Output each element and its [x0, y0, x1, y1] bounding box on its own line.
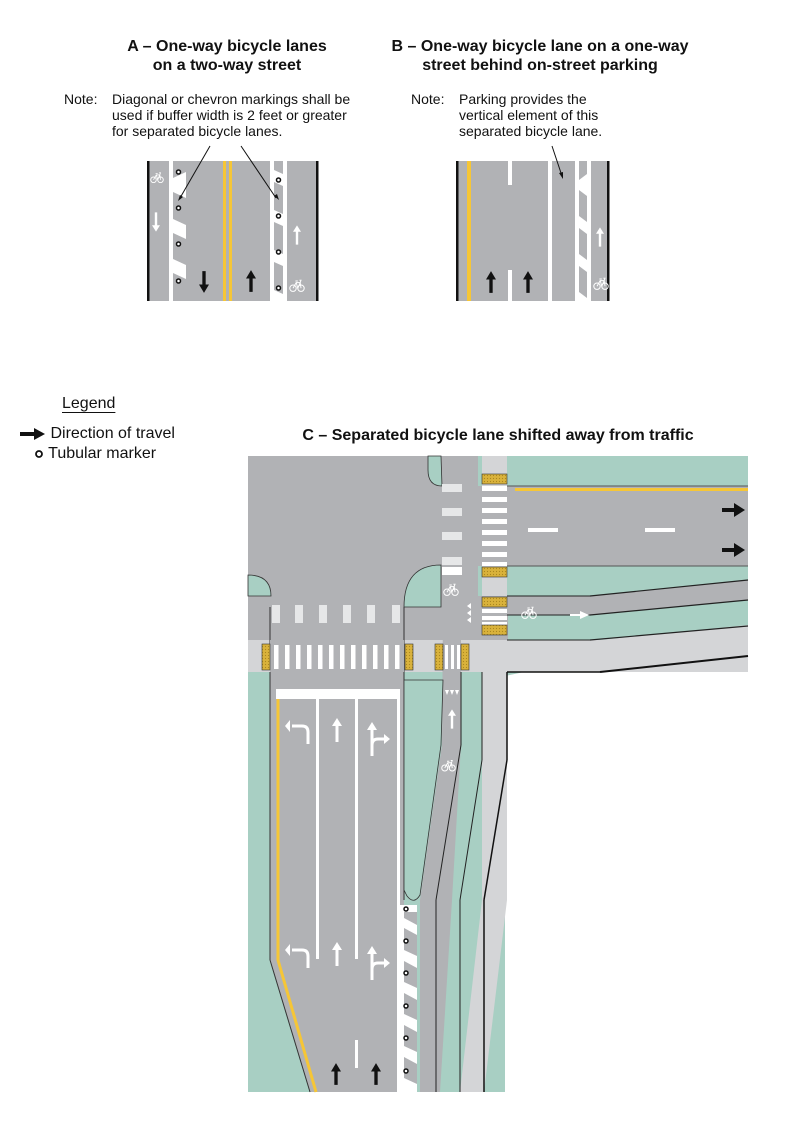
tubular-marker	[403, 1068, 409, 1074]
panel-b-title-line1: B – One-way bicycle lane on a one-way	[391, 38, 689, 55]
crossbike-markings-vertical	[442, 484, 462, 565]
lane-dash	[508, 270, 512, 301]
tubular-marker	[275, 177, 282, 183]
panel-a-right-buffer	[270, 161, 287, 301]
panel-a-diagram	[147, 145, 319, 301]
right-turn-arrow-icon	[370, 737, 384, 756]
panel-a-note-line: Diagonal or chevron markings shall be	[112, 91, 351, 107]
legend-title: Legend	[62, 395, 116, 412]
panel-a-left-buffer	[169, 161, 186, 301]
panel-b-note-line: separated bicycle lane.	[459, 123, 603, 139]
panel-c-title: C – Separated bicycle lane shifted away …	[302, 427, 694, 444]
centerline-yellow	[229, 161, 232, 301]
panel-b-title-line2: street behind on-street parking	[422, 57, 658, 74]
yield-markings	[445, 603, 471, 695]
lane-line	[316, 699, 319, 959]
lane-dash	[355, 1040, 358, 1068]
tubular-marker	[175, 169, 182, 175]
tubular-marker	[175, 278, 182, 284]
panel-b-note-line: vertical element of this	[459, 107, 599, 123]
arrow-right-icon	[20, 427, 45, 440]
eastbound-roadway	[428, 486, 748, 566]
tubular-marker	[275, 213, 282, 219]
left-turn-arrow-icon	[292, 724, 310, 744]
panel-b-curb-right	[607, 161, 610, 301]
tubular-marker-icon	[35, 449, 43, 458]
parking-line	[548, 161, 552, 301]
panel-c-diagram	[247, 455, 749, 1093]
leader-line	[551, 145, 563, 177]
crossbike-markings-horizontal	[272, 605, 400, 623]
panel-a-note-line: used if buffer width is 2 feet or greate…	[112, 107, 347, 123]
tubular-marker	[175, 205, 182, 211]
legend-item-tubular: Tubular marker	[34, 445, 156, 463]
centerline-yellow	[223, 161, 226, 301]
legend-label: Direction of travel	[50, 425, 175, 442]
panel-a-note-line: for separated bicycle lanes.	[112, 123, 283, 139]
panel-b-curb-left	[456, 161, 459, 301]
right-turn-arrow-icon	[370, 961, 384, 980]
panel-a-title: A – One-way bicycle lanes on a two-way s…	[92, 37, 362, 75]
truncated-dome-pads	[261, 473, 508, 671]
panel-a-curb-left	[147, 161, 150, 301]
centerline-yellow	[515, 488, 748, 491]
panel-a-curb-right	[316, 161, 319, 301]
panel-b-title: B – One-way bicycle lane on a one-way st…	[360, 37, 720, 75]
tubular-marker	[403, 1035, 409, 1041]
edge-line-yellow	[276, 690, 318, 1093]
panel-a-note: Note: Diagonal or chevron markings shall…	[64, 91, 404, 141]
arrow-right-icon	[570, 611, 589, 619]
tubular-marker	[403, 906, 409, 912]
lane-line	[355, 699, 358, 959]
tubular-marker	[403, 938, 409, 944]
arrow-right-icon	[722, 503, 745, 517]
legend-label: Tubular marker	[48, 445, 157, 462]
crosswalk-horizontal	[274, 645, 460, 669]
lane-dash	[508, 161, 512, 185]
panel-b-note: Note: Parking provides the vertical elem…	[411, 91, 671, 141]
tubular-marker	[403, 1003, 409, 1009]
arrow-right-icon	[722, 543, 745, 557]
edge-line-yellow	[467, 161, 471, 301]
panel-c-buffer	[397, 905, 417, 1092]
panel-b-note-line: Parking provides the	[459, 91, 587, 107]
stop-bar	[276, 689, 400, 699]
leader-line	[240, 145, 277, 199]
sidewalk-vertical	[460, 672, 507, 1092]
panel-b-note-label: Note:	[411, 91, 445, 107]
lane-line	[397, 699, 400, 1092]
crosswalk-vertical	[482, 486, 507, 626]
panel-a-title-line2: on a two-way street	[152, 57, 302, 74]
leader-line	[179, 145, 211, 199]
left-turn-arrow-icon	[292, 948, 310, 968]
tubular-marker	[175, 241, 182, 247]
tubular-marker	[403, 970, 409, 976]
lot-white	[505, 656, 748, 1092]
tubular-marker	[275, 285, 282, 291]
panel-b-diagram	[456, 145, 610, 301]
panel-a-note-label: Note:	[64, 91, 98, 107]
legend-item-direction: Direction of travel	[20, 425, 175, 443]
panel-a-title-line1: A – One-way bicycle lanes	[127, 38, 327, 55]
tubular-marker	[275, 249, 282, 255]
